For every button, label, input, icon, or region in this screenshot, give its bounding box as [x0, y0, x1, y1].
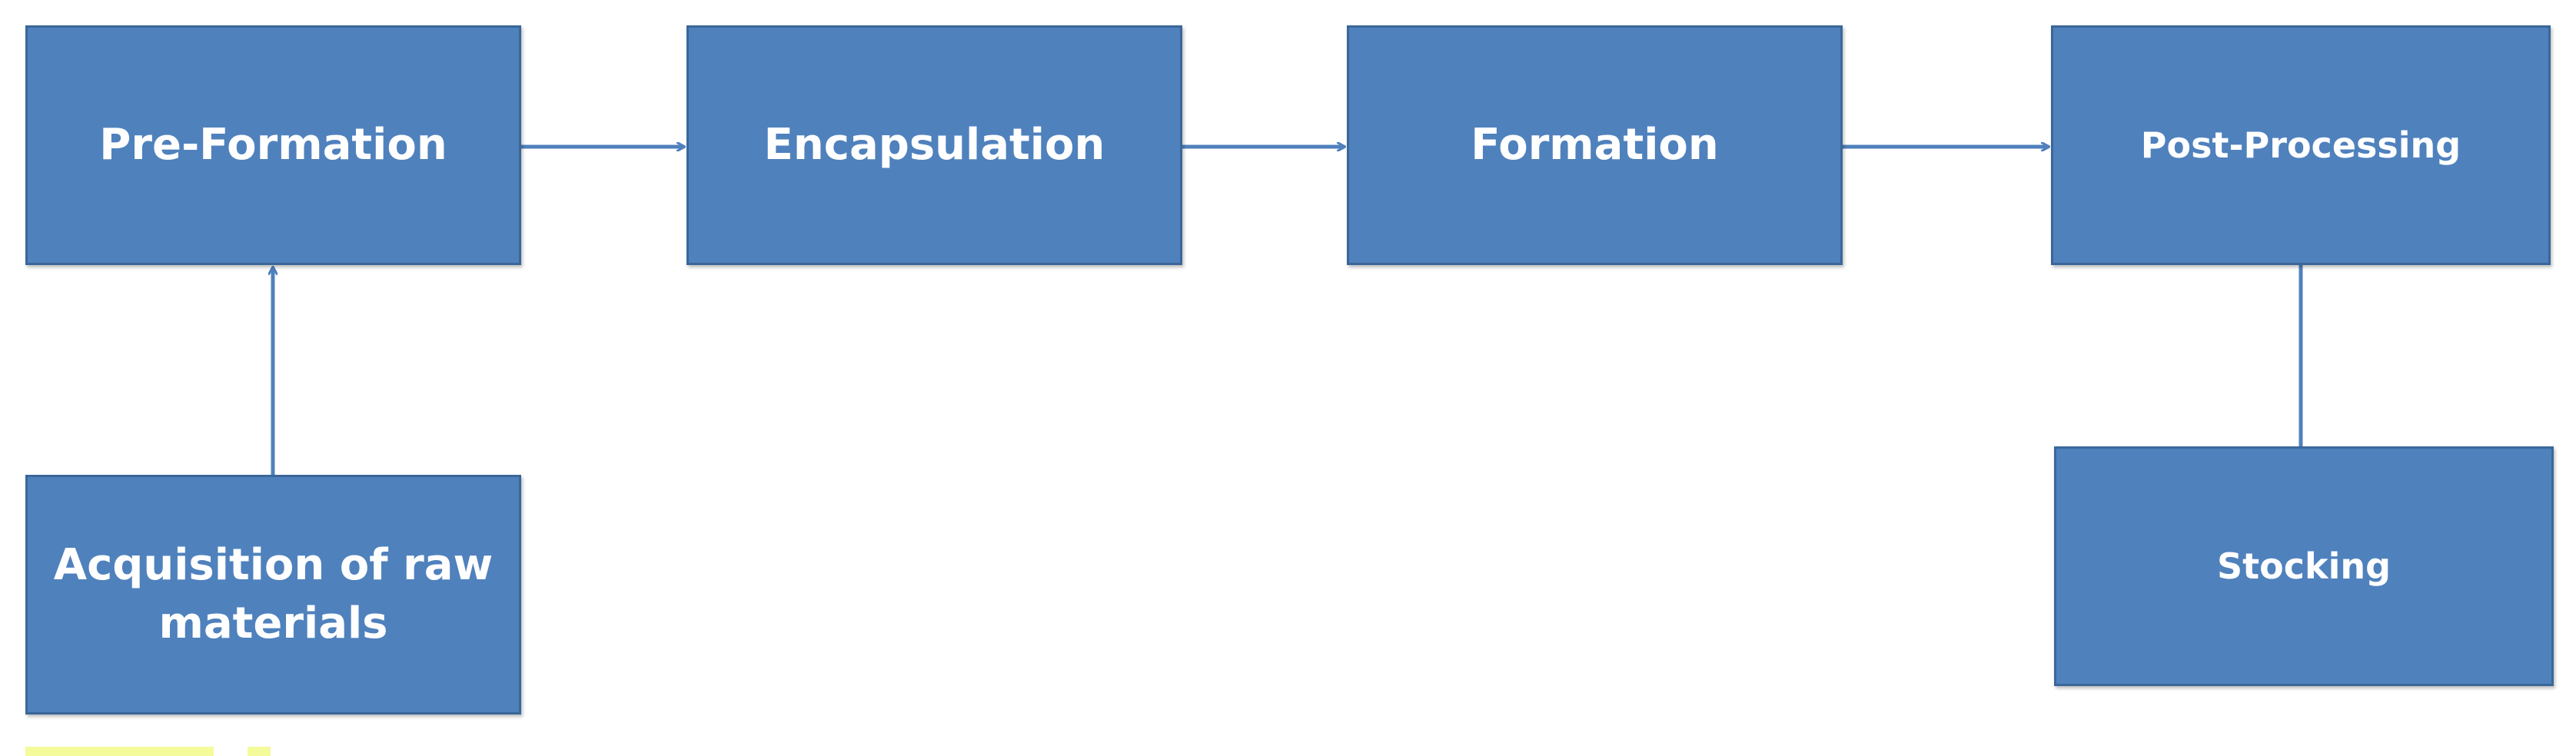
node-acquisition-of-raw-materials: Acquisition of raw materials [25, 475, 521, 715]
node-label: Post-Processing [2140, 124, 2461, 166]
node-label: Encapsulation [763, 120, 1105, 171]
node-label: Pre-Formation [99, 120, 447, 171]
highlight-mark [248, 747, 271, 756]
node-post-processing: Post-Processing [2051, 25, 2551, 265]
node-label: Stocking [2216, 545, 2392, 587]
node-label: Formation [1471, 120, 1719, 171]
node-encapsulation: Encapsulation [686, 25, 1182, 265]
node-formation: Formation [1347, 25, 1843, 265]
node-label: Acquisition of raw materials [53, 540, 494, 648]
highlight-mark [25, 747, 214, 756]
node-stocking: Stocking [2054, 446, 2554, 686]
node-pre-formation: Pre-Formation [25, 25, 521, 265]
